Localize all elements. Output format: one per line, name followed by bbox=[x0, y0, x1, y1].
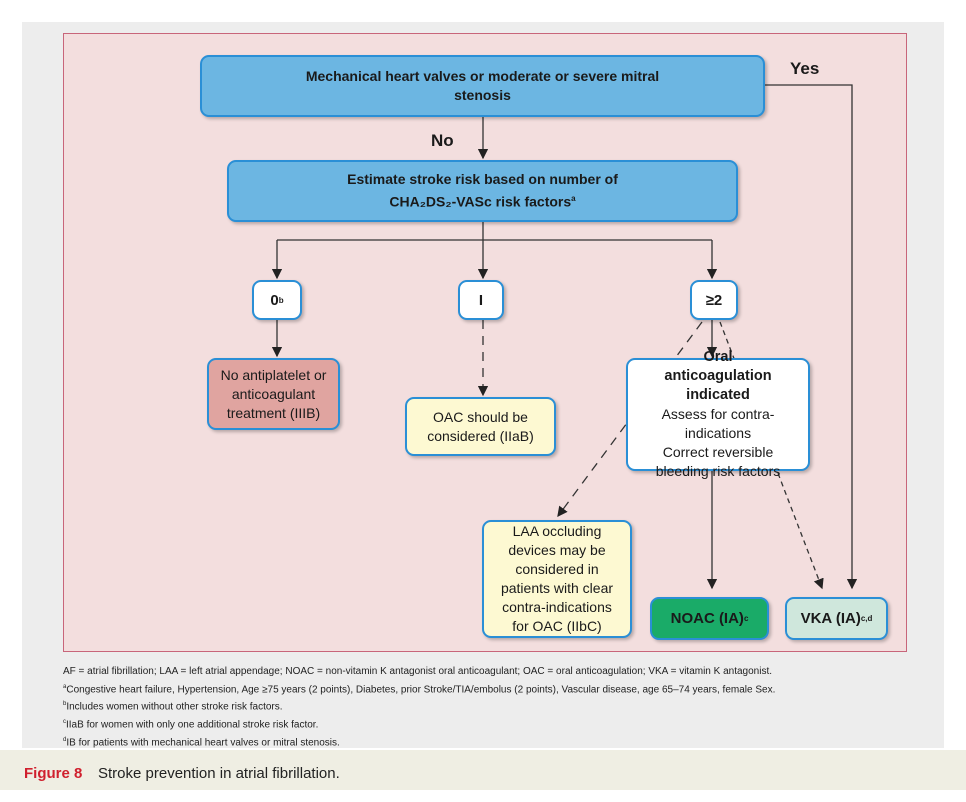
note-mark: d bbox=[63, 736, 67, 743]
note-mark: b bbox=[63, 701, 67, 708]
oac-considered-text: OAC should be considered (IIaB) bbox=[427, 408, 534, 444]
note-text: IB for patients with mechanical heart va… bbox=[66, 737, 340, 749]
abbreviations: AF = atrial fibrillation; LAA = left atr… bbox=[63, 664, 775, 680]
estimate-text-2: CHA₂DS₂-VASc risk factorsa bbox=[389, 189, 575, 212]
vka-box: VKA (IA)c,d bbox=[785, 597, 888, 640]
note-text: Congestive heart failure, Hypertension, … bbox=[66, 683, 776, 695]
no-treatment-box: No antiplatelet or anticoagulant treatme… bbox=[207, 358, 340, 430]
score-2: ≥2 bbox=[705, 291, 723, 309]
estimate-text: Estimate stroke risk based on number of bbox=[347, 171, 618, 188]
estimate-score: CHA₂DS₂-VASc risk factors bbox=[389, 193, 572, 210]
footnote-b: b bbox=[278, 295, 284, 305]
noac-text: NOAC (IA) bbox=[670, 610, 744, 627]
footnote-cd: c,d bbox=[860, 614, 873, 623]
valves-box: Mechanical heart valves or moderate or s… bbox=[200, 55, 765, 117]
oac-considered-box: OAC should be considered (IIaB) bbox=[405, 397, 556, 456]
score-0: 0 bbox=[270, 291, 279, 309]
no-treatment-text: No antiplatelet or anticoagulant treatme… bbox=[220, 366, 327, 421]
yes-label: Yes bbox=[790, 59, 820, 78]
footnotes: AF = atrial fibrillation; LAA = left atr… bbox=[63, 664, 775, 751]
footnote-c: c bbox=[743, 614, 749, 623]
oral-title: Oral anticoagulation indicated bbox=[664, 349, 772, 403]
note-mark: c bbox=[63, 719, 66, 726]
figure-number: Figure 8 bbox=[24, 765, 83, 782]
laa-text: LAA occluding devices may be considered … bbox=[500, 523, 614, 634]
noac-box: NOAC (IA)c bbox=[650, 597, 769, 640]
no-label: No bbox=[431, 131, 454, 150]
note-text: IIaB for women with only one additional … bbox=[66, 719, 319, 731]
oral-line-2: Correct reversible bleeding risk factors bbox=[655, 444, 781, 479]
note-a: aCongestive heart failure, Hypertension,… bbox=[63, 680, 775, 698]
footnote-a: a bbox=[571, 194, 576, 204]
score-2-box: ≥2 bbox=[690, 280, 738, 320]
note-text: Includes women without other stroke risk… bbox=[66, 701, 283, 713]
arrow-yes bbox=[765, 84, 858, 590]
score-1: I bbox=[478, 291, 484, 309]
laa-box: LAA occluding devices may be considered … bbox=[482, 520, 632, 638]
figure-caption: Figure 8 Stroke prevention in atrial fib… bbox=[0, 750, 966, 790]
estimate-box: Estimate stroke risk based on number of … bbox=[227, 160, 738, 222]
valves-text: Mechanical heart valves or moderate or s… bbox=[305, 68, 660, 103]
note-c: cIIaB for women with only one additional… bbox=[63, 715, 775, 733]
oral-anticoagulation-box: Oral anticoagulation indicated Assess fo… bbox=[626, 349, 810, 479]
note-mark: a bbox=[63, 683, 67, 690]
oral-line-1: Assess for contra-indications bbox=[661, 406, 775, 441]
vka-text: VKA (IA) bbox=[800, 610, 861, 627]
note-b: bIncludes women without other stroke ris… bbox=[63, 697, 775, 715]
note-d: dIB for patients with mechanical heart v… bbox=[63, 733, 775, 751]
caption-text: Stroke prevention in atrial fibrillation… bbox=[98, 765, 340, 782]
score-1-box: I bbox=[458, 280, 504, 320]
note-text: AF = atrial fibrillation; LAA = left atr… bbox=[63, 666, 773, 677]
branch-line bbox=[277, 222, 712, 241]
